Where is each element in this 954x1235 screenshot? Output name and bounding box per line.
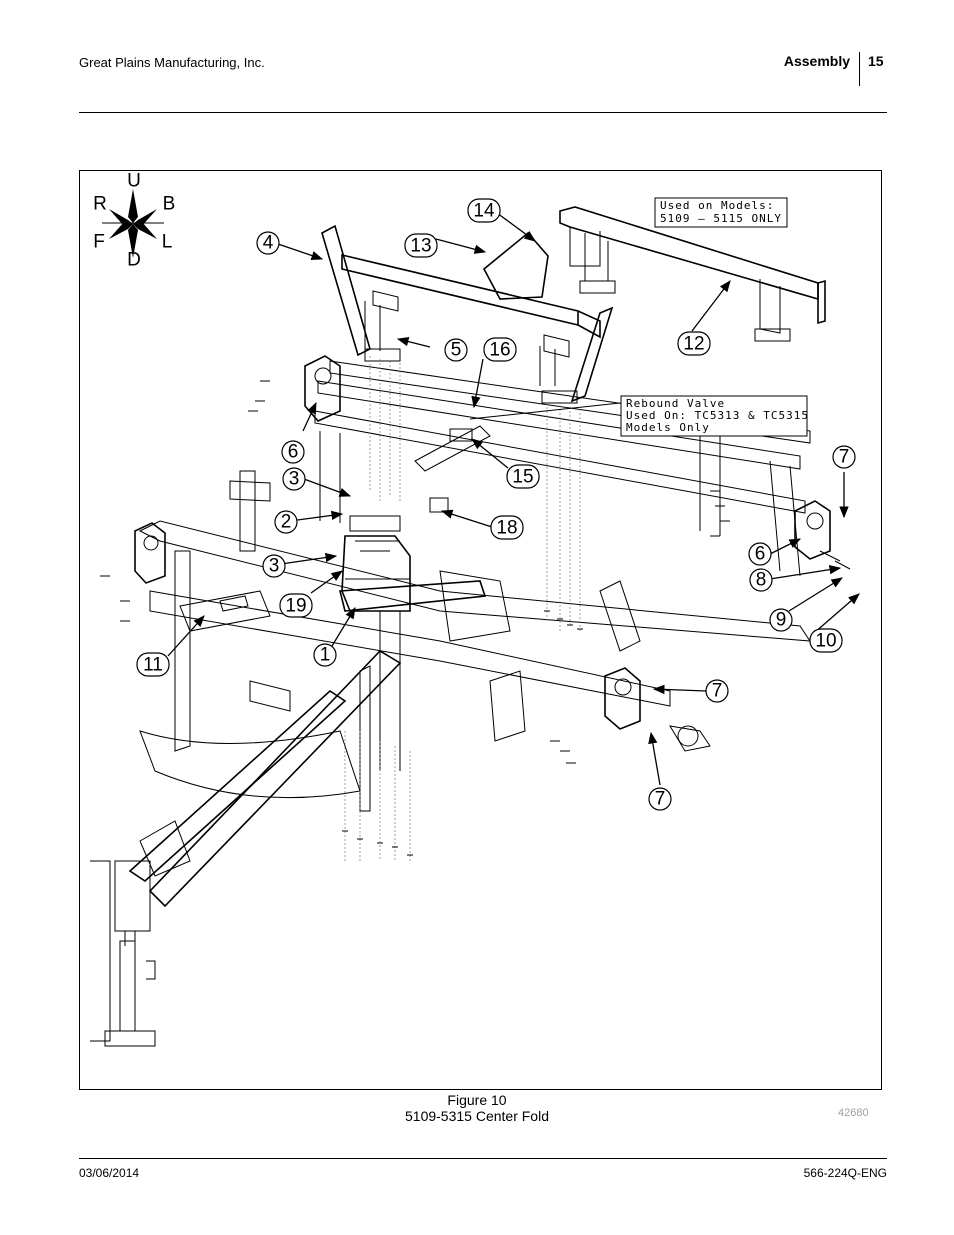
- callout-4: 4: [256, 231, 280, 255]
- company-name: Great Plains Manufacturing, Inc.: [79, 55, 265, 70]
- hitch-drawing: [90, 580, 487, 1047]
- compass-left: L: [162, 232, 173, 253]
- compass-back: B: [163, 194, 176, 215]
- callout-16: 16: [483, 337, 517, 362]
- compass-right: R: [93, 194, 107, 215]
- svg-text:11: 11: [143, 655, 163, 676]
- figure-caption-number: Figure 10: [447, 1092, 507, 1108]
- callout-5: 5: [444, 338, 468, 362]
- svg-text:4: 4: [263, 233, 274, 254]
- models-note-line1: Used on Models:: [660, 199, 774, 212]
- center-mount-drawing: [341, 515, 411, 612]
- page-number: 15: [868, 53, 884, 69]
- svg-text:15: 15: [512, 467, 533, 488]
- callout-14: 14: [467, 198, 501, 223]
- plate-13-drawing: [482, 231, 549, 300]
- cylinder-drawing: [414, 425, 491, 513]
- footer-rule: [79, 1158, 887, 1159]
- direction-compass: U D R B F L: [93, 171, 175, 271]
- callout-7-top: 7: [832, 445, 856, 469]
- rear-bar-drawing: [559, 206, 826, 342]
- compass-down: D: [127, 250, 141, 271]
- callout-19: 19: [279, 593, 313, 618]
- compass-front: F: [93, 232, 105, 253]
- header-rule: [79, 112, 887, 113]
- footer-date: 03/06/2014: [79, 1166, 140, 1180]
- upper-frame-drawing: [321, 224, 614, 404]
- callout-6-left: 6: [281, 440, 305, 464]
- figure-frame: U D R B F L: [79, 170, 882, 1090]
- svg-text:10: 10: [815, 631, 836, 652]
- svg-text:6: 6: [755, 544, 766, 565]
- callout-10: 10: [809, 628, 843, 653]
- svg-text:8: 8: [756, 570, 767, 591]
- svg-text:7: 7: [655, 789, 666, 810]
- callout-2: 2: [274, 510, 298, 534]
- svg-text:18: 18: [496, 518, 517, 539]
- models-note: Used on Models: 5109 – 5115 ONLY: [654, 197, 788, 228]
- rebound-valve-note: Rebound Valve Used On: TC5313 & TC5315 M…: [620, 395, 809, 437]
- svg-text:16: 16: [489, 340, 510, 361]
- hardware-lines: [100, 356, 851, 861]
- pivot-brackets-drawing: [134, 355, 831, 752]
- svg-text:7: 7: [712, 681, 723, 702]
- svg-text:6: 6: [288, 442, 299, 463]
- svg-text:5: 5: [451, 340, 462, 361]
- callout-arrows: [167, 212, 860, 786]
- callout-15: 15: [506, 464, 540, 489]
- svg-text:1: 1: [320, 645, 331, 666]
- callout-6-right: 6: [748, 542, 772, 566]
- svg-text:3: 3: [269, 556, 280, 577]
- svg-text:13: 13: [410, 236, 431, 257]
- models-note-line2: 5109 – 5115 ONLY: [660, 212, 782, 225]
- svg-text:7: 7: [839, 447, 850, 468]
- svg-text:3: 3: [289, 469, 300, 490]
- footer-doc-number: 566-224Q-ENG: [803, 1166, 887, 1180]
- callout-7-bottom: 7: [648, 787, 672, 811]
- callout-3-lower: 3: [262, 554, 286, 578]
- callout-8: 8: [749, 568, 773, 592]
- rebound-note-line1: Rebound Valve: [626, 397, 725, 410]
- svg-text:14: 14: [473, 201, 495, 222]
- center-fold-drawing: U D R B F L: [90, 171, 860, 1047]
- rebound-note-leader: [469, 402, 621, 420]
- svg-text:19: 19: [285, 596, 306, 617]
- callout-12: 12: [677, 331, 711, 356]
- section-title: Assembly: [783, 53, 850, 69]
- rebound-note-line3: Models Only: [626, 421, 710, 434]
- callout-7-middle: 7: [705, 679, 729, 703]
- callout-3-upper: 3: [282, 467, 306, 491]
- svg-text:12: 12: [683, 334, 704, 355]
- callout-13: 13: [404, 233, 438, 258]
- figure-id: 42680: [838, 1107, 869, 1119]
- svg-text:2: 2: [281, 512, 292, 533]
- compass-up: U: [127, 171, 141, 192]
- callout-11: 11: [136, 652, 170, 677]
- callout-1: 1: [313, 643, 337, 667]
- callout-18: 18: [490, 515, 524, 540]
- svg-text:9: 9: [776, 610, 787, 631]
- figure-caption-title: 5109-5315 Center Fold: [405, 1108, 549, 1124]
- header-separator: [859, 52, 860, 86]
- callout-9: 9: [769, 608, 793, 632]
- rebound-note-line2: Used On: TC5313 & TC5315: [626, 409, 809, 422]
